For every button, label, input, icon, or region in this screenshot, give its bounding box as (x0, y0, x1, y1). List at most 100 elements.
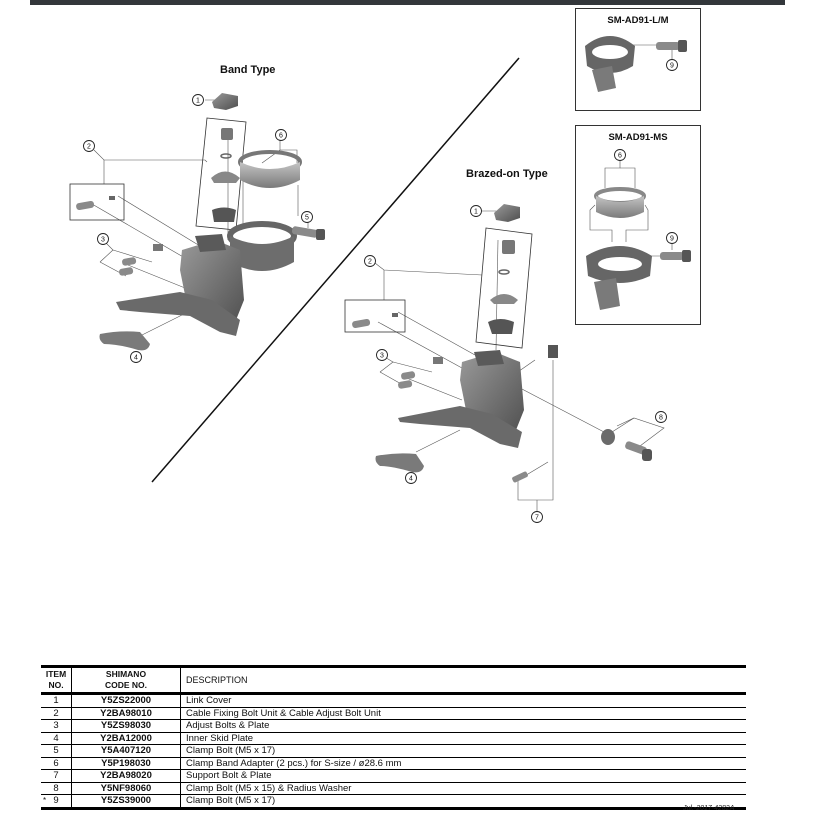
svg-text:9: 9 (670, 236, 674, 243)
svg-text:1: 1 (474, 209, 478, 216)
code-cell: Y2BA98020 (71, 769, 181, 783)
callout-2: 2 (364, 255, 376, 267)
item-no-cell: 4 (41, 732, 72, 745)
item-no: 7 (53, 770, 59, 781)
item-no-cell: 7 (41, 769, 72, 783)
header-item-line2: NO. (48, 680, 64, 690)
band-type-assembly (69, 93, 325, 351)
header-code-line1: SHIMANO (105, 669, 147, 679)
table-row: 1 Y5ZS22000 Link Cover (41, 693, 746, 708)
callout-6: 6 (614, 149, 626, 161)
band-type-callouts: 1 2 3 4 5 6 (83, 94, 313, 363)
callout-3: 3 (97, 233, 109, 245)
table-row: 5 Y5A407120 Clamp Bolt (M5 x 17) (41, 744, 746, 758)
inset-title-sm-ad91-lm: SM-AD91-L/M (607, 15, 669, 26)
header-description: DESCRIPTION (186, 674, 248, 685)
code-cell: Y5P198030 (71, 757, 181, 770)
callout-7: 7 (531, 511, 543, 523)
document-code: Jul.-2017-4282A (683, 805, 735, 812)
item-no-cell: 5 (41, 744, 72, 758)
inset-box-sm-ad91-lm: SM-AD91-L/M (575, 8, 701, 111)
table-row: 3 Y5ZS98030 Adjust Bolts & Plate (41, 719, 746, 733)
table-row: 4 Y2BA12000 Inner Skid Plate (41, 732, 746, 745)
description-cell: Support Bolt & Plate (180, 769, 746, 783)
code-cell: Y5ZS39000 (71, 794, 181, 810)
callout-8: 8 (655, 411, 667, 423)
table-row: 8 Y5NF98060 Clamp Bolt (M5 x 15) & Radiu… (41, 782, 746, 795)
description-cell: Clamp Bolt (M5 x 17) (180, 794, 746, 810)
top-bar (30, 0, 785, 5)
callout-3: 3 (376, 349, 388, 361)
callout-6: 6 (275, 129, 287, 141)
svg-text:1: 1 (196, 98, 200, 105)
callout-4: 4 (130, 351, 142, 363)
svg-text:3: 3 (380, 353, 384, 360)
item-no-cell: *9 (41, 794, 72, 810)
item-no-cell: 2 (41, 707, 72, 720)
code-cell: Y5ZS98030 (71, 719, 181, 733)
table-row: 7 Y2BA98020 Support Bolt & Plate (41, 769, 746, 783)
inset-box-sm-ad91-ms: SM-AD91-MS (575, 125, 701, 325)
exploded-view-diagram: 1 2 3 4 5 6 (69, 36, 691, 523)
callout-2: 2 (83, 140, 95, 152)
item-no: 8 (53, 782, 59, 794)
brazed-on-type-title: Brazed-on Type (466, 168, 548, 180)
svg-text:6: 6 (279, 133, 283, 140)
description-cell: Cable Fixing Bolt Unit & Cable Adjust Bo… (180, 707, 746, 720)
description-cell: Clamp Bolt (M5 x 17) (180, 744, 746, 758)
item-no: 3 (53, 720, 59, 731)
inset-ms-callouts: 6 9 (614, 149, 678, 244)
svg-text:3: 3 (101, 237, 105, 244)
inset-ms-parts (586, 160, 691, 310)
svg-text:4: 4 (409, 476, 413, 483)
code-cell: Y5A407120 (71, 744, 181, 758)
inset-title-sm-ad91-ms: SM-AD91-MS (608, 132, 668, 143)
item-no: 1 (53, 695, 59, 706)
parts-table: ITEM NO. SHIMANO CODE NO. DESCRIPTION 1 … (41, 665, 746, 810)
callout-1: 1 (192, 94, 204, 106)
description-cell: Adjust Bolts & Plate (180, 719, 746, 733)
svg-text:7: 7 (535, 515, 539, 522)
svg-text:6: 6 (618, 153, 622, 160)
item-no: 5 (53, 745, 59, 756)
item-no: 9 (53, 795, 59, 806)
callout-1: 1 (470, 205, 482, 217)
header-code-line2: CODE NO. (104, 680, 148, 690)
note-mark: * (43, 796, 47, 805)
inset-lm-callouts: 9 (666, 59, 678, 71)
table-row: *9 Y5ZS39000 Clamp Bolt (M5 x 17) (41, 794, 746, 810)
header-item-line1: ITEM (45, 669, 67, 679)
table-row: 6 Y5P198030 Clamp Band Adapter (2 pcs.) … (41, 757, 746, 770)
header-code-no: SHIMANO CODE NO. (71, 666, 181, 694)
code-cell: Y5ZS22000 (71, 693, 181, 708)
callout-4: 4 (405, 472, 417, 484)
svg-text:2: 2 (87, 144, 91, 151)
svg-text:4: 4 (134, 355, 138, 362)
item-no: 4 (53, 732, 59, 744)
band-type-title: Band Type (220, 64, 276, 76)
callout-9: 9 (666, 232, 678, 244)
brazed-type-callouts: 1 2 3 4 7 8 (364, 205, 667, 523)
svg-text:5: 5 (305, 215, 309, 222)
header-item-no: ITEM NO. (41, 666, 72, 694)
svg-text:2: 2 (368, 259, 372, 266)
callout-9: 9 (666, 59, 678, 71)
callout-5: 5 (301, 211, 313, 223)
description-cell: Clamp Band Adapter (2 pcs.) for S-size /… (180, 757, 746, 770)
item-no-cell: 3 (41, 719, 72, 733)
code-cell: Y5NF98060 (71, 782, 181, 795)
code-cell: Y2BA12000 (71, 732, 181, 745)
description-cell: Inner Skid Plate (180, 732, 746, 745)
code-cell: Y2BA98010 (71, 707, 181, 720)
brazed-on-type-assembly (344, 204, 665, 512)
svg-text:9: 9 (670, 63, 674, 70)
svg-text:8: 8 (659, 415, 663, 422)
description-cell: Clamp Bolt (M5 x 15) & Radius Washer (180, 782, 746, 795)
description-cell: Link Cover (180, 693, 746, 708)
table-row: 2 Y2BA98010 Cable Fixing Bolt Unit & Cab… (41, 707, 746, 720)
item-no: 6 (53, 757, 59, 769)
item-no-cell: 6 (41, 757, 72, 770)
item-no-cell: 8 (41, 782, 72, 795)
item-no: 2 (53, 707, 59, 719)
section-divider-line (151, 57, 520, 483)
